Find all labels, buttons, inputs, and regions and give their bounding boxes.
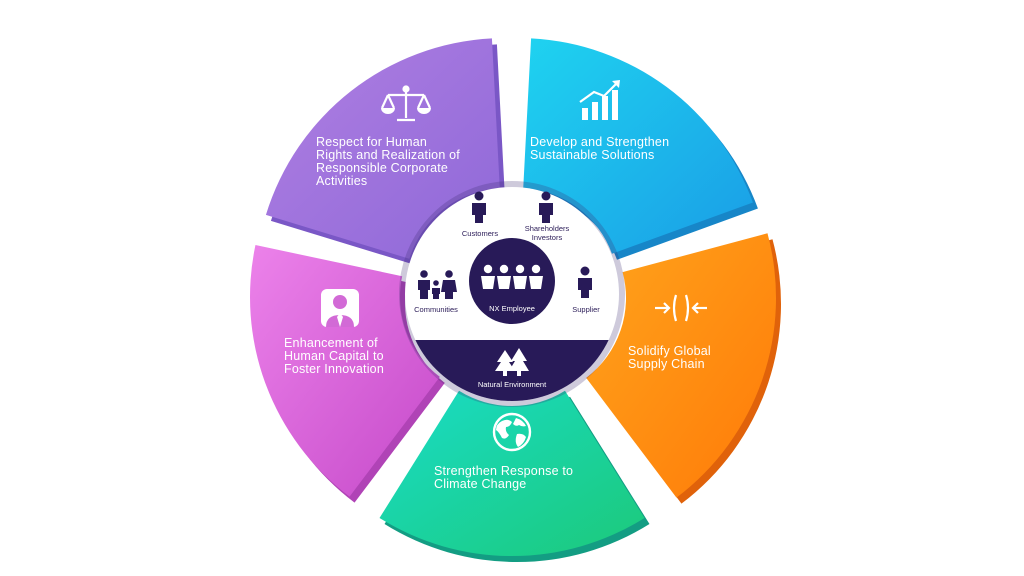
shareholder-icon: [539, 191, 553, 223]
shareholders-label: Shareholders: [525, 224, 570, 233]
segment-label-line: Responsible Corporate: [316, 161, 448, 175]
trees-icon: [495, 348, 529, 376]
customer-icon: [472, 191, 486, 223]
segment-face: [265, 38, 500, 259]
segment-label-line: Activities: [316, 174, 367, 188]
environment-label: Natural Environment: [478, 380, 547, 389]
growth-chart-icon: [579, 80, 620, 120]
segment-label-line: Respect for Human: [316, 135, 427, 149]
investors-label: Investors: [532, 233, 563, 242]
segment-face: [250, 245, 440, 497]
employees-icon: [481, 264, 543, 289]
segment-label-line: Climate Change: [434, 477, 526, 491]
scales-icon: [381, 85, 431, 122]
communities-label: Communities: [414, 305, 458, 314]
segment-label-line: Enhancement of: [284, 336, 378, 350]
segment-label-line: Strengthen Response to: [434, 464, 573, 478]
employee-core: [469, 238, 555, 324]
segment-label-line: Human Capital to: [284, 349, 384, 363]
supplier-icon: [578, 266, 592, 298]
segment-label-line: Foster Innovation: [284, 362, 384, 376]
segment-face: [523, 38, 753, 254]
globe-icon: [492, 412, 532, 452]
segment-label-line: Supply Chain: [628, 357, 705, 371]
converge-arrows-icon: [655, 294, 707, 322]
stakeholder-center: NX Employee Customers Shareholders Inves…: [399, 181, 625, 407]
segment-label-line: Rights and Realization of: [316, 148, 460, 162]
family-icon: [418, 270, 457, 299]
supplier-label: Supplier: [572, 305, 600, 314]
segment-face: [586, 233, 776, 498]
segment-label-line: Sustainable Solutions: [530, 148, 654, 162]
segment-face: [379, 390, 645, 556]
customers-label: Customers: [462, 229, 499, 238]
segment-label-line: Solidify Global: [628, 344, 711, 358]
employee-label: NX Employee: [489, 304, 535, 313]
person-tie-icon: [321, 289, 359, 327]
segment-label-line: Develop and Strengthen: [530, 135, 669, 149]
